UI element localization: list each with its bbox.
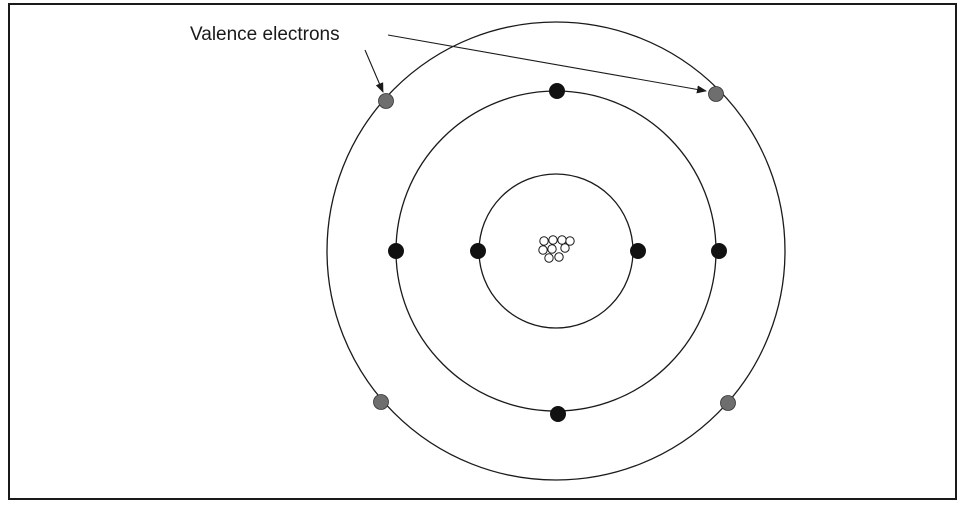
electron-inner-left (470, 243, 486, 259)
arrow-to-right-valence (388, 35, 706, 91)
nucleus-particle (549, 236, 557, 244)
valence-electron-top-right (709, 87, 724, 102)
arrow-to-left-valence (365, 50, 383, 92)
valence-electron-top-left (379, 94, 394, 109)
electron-middle-top (549, 83, 565, 99)
nucleus-particle (558, 236, 566, 244)
valence-electron-bottom-right (721, 396, 736, 411)
nucleus-particle (545, 254, 553, 262)
nucleus-particle (539, 246, 547, 254)
valence-electrons-label: Valence electrons (190, 24, 340, 45)
valence-electron-bottom-left (374, 395, 389, 410)
electron-inner-right (630, 243, 646, 259)
nucleus (539, 236, 574, 262)
electron-middle-right (711, 243, 727, 259)
nucleus-particle (561, 244, 569, 252)
nucleus-particle (548, 245, 556, 253)
electron-middle-bottom (550, 406, 566, 422)
nucleus-particle (555, 253, 563, 261)
nucleus-particle (540, 237, 548, 245)
electron-middle-left (388, 243, 404, 259)
